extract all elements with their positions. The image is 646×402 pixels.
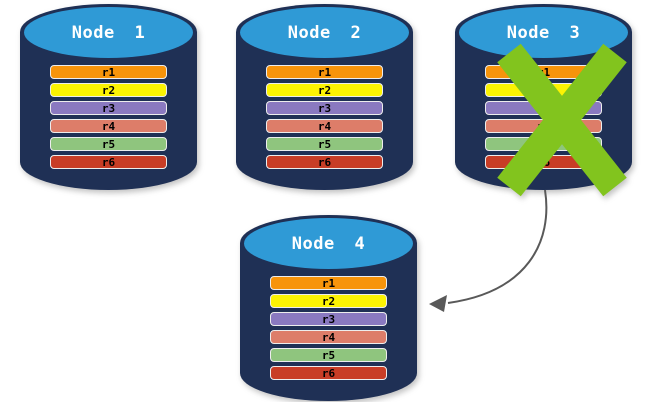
replica-bar-r1: r1 — [270, 276, 387, 290]
replica-bar-r5: r5 — [270, 348, 387, 362]
node-title: Node 4 — [291, 233, 366, 254]
replica-bar-r3: r3 — [50, 101, 167, 115]
cylinder-top-face: Node 4 — [244, 218, 413, 269]
replica-bar-r6: r6 — [50, 155, 167, 169]
node-2-cylinder: Node 2 r1 r2 r3 r4 r5 r6 — [236, 4, 413, 190]
replica-list: r1 r2 r3 r4 r5 r6 — [266, 65, 383, 169]
node-title: Node 3 — [506, 22, 581, 43]
cylinder-top-face: Node 3 — [459, 7, 628, 58]
replica-bar-r1: r1 — [50, 65, 167, 79]
node-4-cylinder: Node 4 r1 r2 r3 r4 r5 r6 — [240, 215, 417, 401]
node-title: Node 2 — [287, 22, 362, 43]
replica-bar-r3: r3 — [266, 101, 383, 115]
replica-bar-r2: r2 — [270, 294, 387, 308]
replica-list: r1 r2 r3 r4 r5 r6 — [270, 276, 387, 380]
replica-bar-r6: r6 — [266, 155, 383, 169]
replica-bar-r1: r1 — [266, 65, 383, 79]
replica-bar-r4: r4 — [50, 119, 167, 133]
failure-x-icon — [497, 43, 627, 197]
replica-bar-r4: r4 — [266, 119, 383, 133]
replica-bar-r2: r2 — [50, 83, 167, 97]
node-1-cylinder: Node 1 r1 r2 r3 r4 r5 r6 — [20, 4, 197, 190]
replica-list: r1 r2 r3 r4 r5 r6 — [50, 65, 167, 169]
replica-bar-r5: r5 — [266, 137, 383, 151]
node-title: Node 1 — [71, 22, 146, 43]
cylinder-top-face: Node 1 — [24, 7, 193, 58]
replica-bar-r5: r5 — [50, 137, 167, 151]
replica-bar-r6: r6 — [270, 366, 387, 380]
replica-bar-r2: r2 — [266, 83, 383, 97]
replica-bar-r4: r4 — [270, 330, 387, 344]
cylinder-top-face: Node 2 — [240, 7, 409, 58]
replica-bar-r3: r3 — [270, 312, 387, 326]
